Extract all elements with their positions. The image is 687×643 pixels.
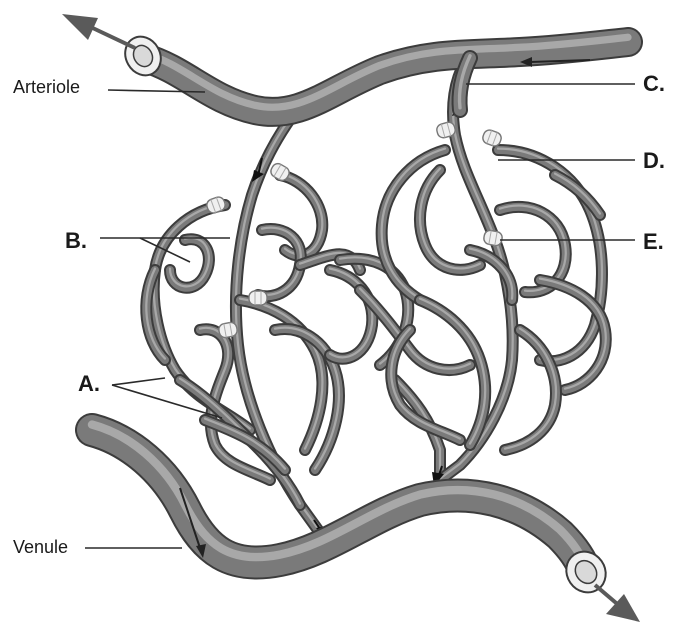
capillary-11 (269, 323, 345, 476)
venule-tube (75, 413, 602, 589)
arteriole-label: Arteriole (13, 77, 81, 97)
capillary-15 (354, 284, 476, 376)
capillary-22 (464, 244, 519, 306)
precapillary-sphincter-2 (270, 162, 290, 182)
capillary-18 (492, 144, 608, 368)
leader-lines (85, 83, 635, 549)
venule-outflow-arrowhead (606, 594, 640, 622)
capillary-4 (164, 233, 215, 294)
capillary-23 (534, 274, 612, 396)
venule-flow-arrow (179, 487, 201, 549)
capillary-27 (385, 324, 466, 446)
capillary-7 (234, 294, 329, 456)
precapillary-sphincter-1 (206, 196, 226, 214)
arteriole-branch (451, 50, 478, 118)
capillary-9 (174, 374, 306, 511)
a-leader-1 (111, 377, 166, 386)
precapillary-sphincter-4 (218, 321, 238, 339)
venule-lumen-inner (574, 559, 598, 585)
venule-flow-arrowhead (196, 544, 206, 558)
capillary-25 (499, 324, 562, 456)
label-a: A. (78, 371, 100, 396)
capillary-6 (252, 223, 307, 303)
a-leader-2 (111, 384, 223, 419)
capillary-26 (549, 169, 606, 221)
arteriole-lumen-inner (132, 44, 154, 68)
label-c: C. (643, 71, 665, 96)
capillary-3 (140, 264, 171, 366)
label-e: E. (643, 229, 664, 254)
label-b: B. (65, 228, 87, 253)
capillary-network (140, 56, 612, 540)
arteriole-leader (107, 89, 206, 93)
capillary-19 (375, 144, 451, 306)
capillary-12 (324, 264, 379, 365)
capillary-20 (414, 164, 486, 276)
arteriole-flow-arrow (529, 59, 591, 63)
capillary-16 (389, 374, 446, 486)
capillary-flow-arrowhead-1 (252, 170, 264, 182)
precapillary-sphincter-7 (483, 229, 503, 247)
precapillary-sphincter-3 (248, 290, 268, 306)
b-leader-2 (139, 237, 191, 263)
capillary-21 (494, 200, 572, 299)
venule-vessel (75, 413, 640, 622)
arteriole-outflow-arrowhead (62, 14, 98, 40)
capillary-24 (414, 294, 492, 451)
precapillary-sphincter-6 (482, 129, 502, 147)
arteriole-vessel (62, 14, 643, 127)
capillary-10 (199, 414, 291, 476)
precapillary-sphincter-5 (436, 121, 456, 139)
arteriole-flow-arrowhead (520, 57, 532, 67)
label-d: D. (643, 148, 665, 173)
venule-label: Venule (13, 537, 69, 557)
arteriole-tube (130, 27, 643, 127)
capillary-17 (434, 56, 519, 486)
